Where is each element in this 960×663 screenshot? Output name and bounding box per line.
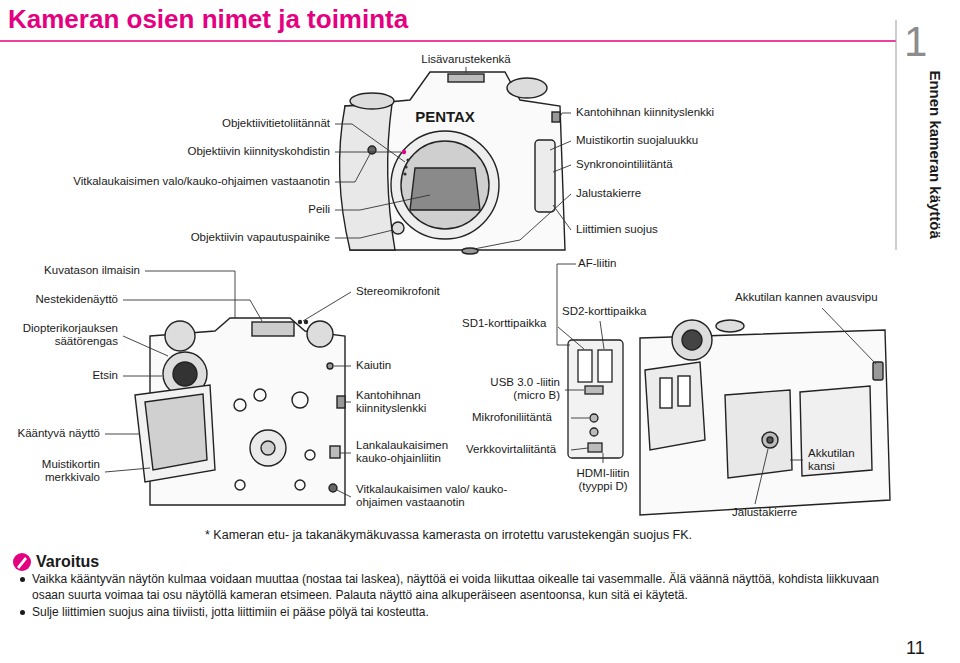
part-label: Diopterikorjauksen säätörengas xyxy=(6,322,118,348)
part-label: Muistikortin merkkivalo xyxy=(16,458,100,484)
chapter-tab: Ennen kameran käyttöä xyxy=(926,71,943,239)
part-label: Vitkalaukaisimen valo/ kauko-ohjaimen va… xyxy=(356,483,514,509)
bullet-dot xyxy=(20,610,25,615)
part-label: 1 xyxy=(904,18,927,66)
part-label: Liittimien suojus xyxy=(576,223,658,236)
part-label: HDMI-liitin (tyyppi D) xyxy=(561,467,645,493)
part-label: * Kameran etu- ja takanäkymäkuvassa kame… xyxy=(205,528,692,542)
part-label: Mikrofoniliitäntä xyxy=(472,411,552,424)
part-label: PENTAX xyxy=(415,108,475,125)
part-label: Kaiutin xyxy=(356,359,391,372)
part-label: AF-liitin xyxy=(578,257,616,270)
part-label: Stereomikrofonit xyxy=(356,285,440,298)
warning-text: Sulje liittimien suojus aina tiiviisti, … xyxy=(32,605,913,621)
part-label: Objektiivitietoliitännät xyxy=(222,117,330,130)
part-label: Lisävarustekenkä xyxy=(421,53,511,66)
part-label: Objektiivin kiinnityskohdistin xyxy=(187,145,330,158)
part-label: Objektiivin vapautuspainike xyxy=(191,231,330,244)
part-label: Kantohihnan kiinnityslenkki xyxy=(576,106,714,119)
page-title: Kameran osien nimet ja toiminta xyxy=(8,4,408,35)
part-label: Etsin xyxy=(92,369,118,382)
warning-item: Sulje liittimien suojus aina tiiviisti, … xyxy=(18,605,913,621)
part-label: Peili xyxy=(308,203,330,216)
part-label: Akkutilan kannen avausvipu xyxy=(735,291,878,304)
part-label: Jalustakierre xyxy=(732,506,797,519)
part-label: Lankalaukaisimen kauko-ohjainliitin xyxy=(356,439,468,465)
part-label: Jalustakierre xyxy=(576,187,641,200)
warning-item: Vaikka kääntyvän näytön kulmaa voidaan m… xyxy=(18,572,913,603)
part-label: Synkronointiliitäntä xyxy=(576,158,673,171)
part-label: SD2-korttipaikka xyxy=(562,305,646,318)
warning-list: Vaikka kääntyvän näytön kulmaa voidaan m… xyxy=(18,572,913,623)
part-label: Muistikortin suojaluukku xyxy=(576,134,698,147)
warning-text: Vaikka kääntyvän näytön kulmaa voidaan m… xyxy=(32,572,913,603)
part-label: SD1-korttipaikka xyxy=(462,317,546,330)
part-label: Varoitus xyxy=(36,553,99,571)
part-label: Kuvatason ilmaisin xyxy=(44,264,140,277)
part-label: Nestekidenäyttö xyxy=(36,293,118,306)
part-label: Akkutilan kansi xyxy=(808,447,870,473)
bullet-dot xyxy=(20,577,25,582)
part-label: Verkkovirtaliitäntä xyxy=(466,443,556,456)
part-label: Kantohihnan kiinnityslenkki xyxy=(356,389,448,415)
part-label: 11 xyxy=(906,638,925,659)
part-label: Kääntyvä näyttö xyxy=(18,427,100,440)
part-label: USB 3.0 -liitin (micro B) xyxy=(472,376,560,402)
part-label: Vitkalaukaisimen valo/kauko-ohjaimen vas… xyxy=(73,175,330,188)
